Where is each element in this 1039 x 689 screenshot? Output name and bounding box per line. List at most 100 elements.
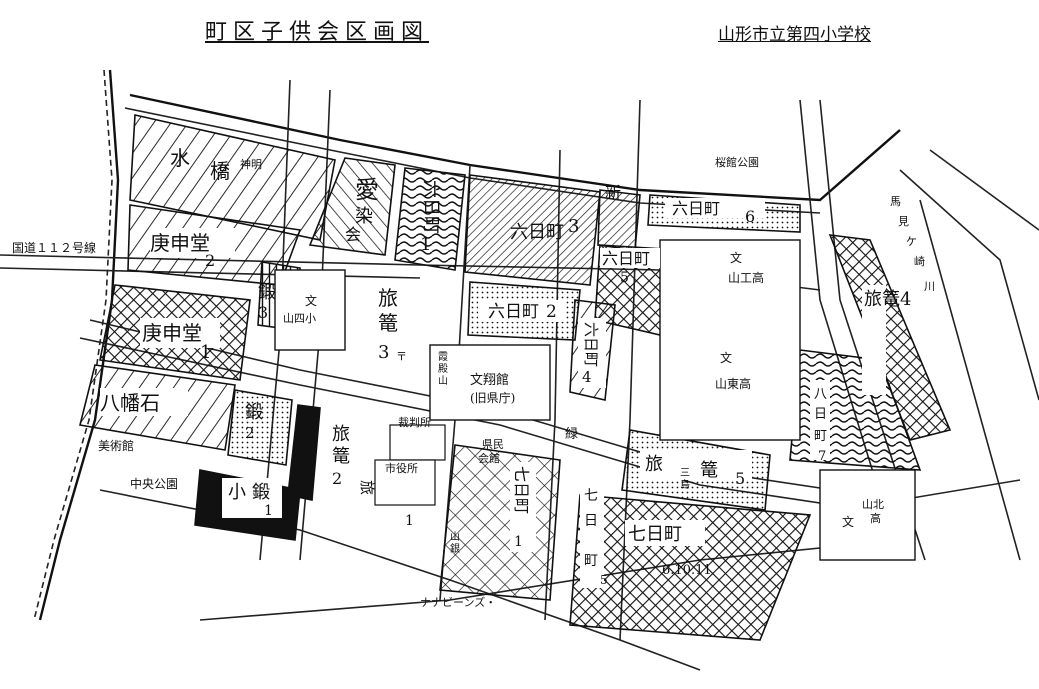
label-nanoka-small-2: 日 bbox=[584, 513, 598, 529]
label-kaji2-num: 2 bbox=[245, 424, 255, 442]
label-bun3: 文 bbox=[720, 350, 732, 365]
label-yamakita-2: 高 bbox=[870, 511, 881, 525]
label-aisu-3: 会 bbox=[345, 225, 361, 244]
label-hatago3-num: 3 bbox=[378, 342, 389, 363]
label-muika2: 六日町 bbox=[488, 302, 539, 322]
label-yamagin: 山 bbox=[450, 531, 460, 543]
label-koshin1-num: 1 bbox=[200, 342, 211, 363]
label-kasumi: 霞 bbox=[438, 351, 448, 363]
facility-outlines bbox=[274, 239, 916, 561]
label-hatago3: 旅 bbox=[378, 286, 398, 310]
label-yamahigashi: 山東高 bbox=[715, 376, 751, 391]
label-bunshokan: 文翔館 bbox=[470, 373, 509, 388]
block-muika1 bbox=[394, 167, 466, 271]
label-yamakita: 山北 bbox=[862, 498, 884, 511]
label-kenmin2: 会館 bbox=[478, 451, 500, 465]
label-kaji3: 鍛 bbox=[258, 282, 276, 303]
label-hatago3-2: 篭 bbox=[378, 311, 398, 335]
label-hatago2: 旅 bbox=[332, 424, 350, 445]
label-muika1: 六日町 bbox=[420, 180, 441, 234]
label-mizuhashi: 水 bbox=[170, 146, 190, 170]
block-muika3 bbox=[464, 174, 601, 286]
label-kasumi-3: 山 bbox=[438, 375, 448, 387]
label-hatago2-2: 篭 bbox=[332, 446, 350, 467]
label-hachiman: 八幡石 bbox=[100, 391, 160, 415]
label-park-east: 桜館公園 bbox=[715, 155, 759, 169]
label-yamayon: 山四小 bbox=[283, 312, 316, 325]
block-nanoka1 bbox=[439, 444, 561, 601]
label-kaji3-num: 3 bbox=[258, 303, 268, 322]
label-hatago5-num: 5 bbox=[735, 469, 745, 488]
label-nanoka-small-3: 町 bbox=[584, 553, 598, 569]
label-postmark: 〒 bbox=[396, 350, 407, 363]
label-saibansho: 裁判所 bbox=[398, 416, 431, 429]
label-hachi-r-2: 日 bbox=[814, 407, 827, 422]
label-park: 中央公園 bbox=[130, 476, 178, 491]
label-bun2: 文 bbox=[730, 250, 742, 265]
label-muika5: 六日町 bbox=[602, 249, 650, 268]
label-shiyakusho: 市役所 bbox=[385, 461, 418, 475]
label-hatago2-num: 2 bbox=[332, 469, 342, 488]
label-muika1-num: 1 bbox=[420, 234, 431, 255]
label-muika3: 六日町 bbox=[510, 222, 564, 243]
label-sanno-2: 島 bbox=[680, 478, 690, 491]
label-midori: 旅篭4 bbox=[864, 289, 911, 310]
map-title: 町区子供会区画図 bbox=[205, 20, 430, 45]
label-hachi-r-3: 町 bbox=[814, 429, 827, 444]
label-museum: 美術館 bbox=[98, 438, 134, 453]
label-kasumi-2: 殿 bbox=[438, 363, 448, 375]
label-mizuhashi-2: 橋 bbox=[210, 159, 230, 183]
label-muika2-num: 2 bbox=[546, 302, 557, 322]
label-koshin2: 庚申堂 bbox=[150, 231, 210, 255]
label-yamagin-2: 銀 bbox=[450, 542, 460, 555]
label-river-5: 川 bbox=[924, 280, 935, 293]
label-river-1: 馬 bbox=[890, 195, 901, 208]
label-nanoka-small-num: 5 bbox=[600, 573, 608, 587]
label-muika3-num: 3 bbox=[568, 216, 579, 237]
label-kokaji1-num: 1 bbox=[264, 503, 273, 519]
label-hatago1: 旅 bbox=[358, 480, 376, 495]
label-mizuhashi-sub: 神明 bbox=[240, 157, 262, 171]
label-kyukencho: (旧県庁) bbox=[470, 391, 515, 405]
label-koshin2-num: 2 bbox=[205, 251, 215, 270]
label-hachi-r-num: 7 bbox=[818, 449, 826, 464]
label-muika5-num: 5 bbox=[620, 270, 629, 286]
map-labels: 国道１１２号線 水 橋 神明 愛 染 会 六日町 1 六日町 3 新 六日町 6… bbox=[12, 146, 935, 609]
label-muika6-num: 6 bbox=[745, 207, 755, 226]
label-yamako: 山工高 bbox=[728, 270, 764, 285]
block-aisu bbox=[308, 157, 396, 256]
label-bun1: 文 bbox=[305, 293, 317, 308]
label-river-2: 見 bbox=[898, 215, 909, 228]
label-nanoka6-num: 6.10.11 bbox=[662, 563, 712, 578]
label-muika4-num: 4 bbox=[582, 368, 592, 386]
label-hatago5: 旅 bbox=[645, 454, 663, 475]
label-sanno: 三 bbox=[680, 468, 690, 479]
label-river-3: ケ bbox=[906, 235, 917, 248]
label-river-4: 崎 bbox=[914, 254, 925, 268]
label-nanoka1: 七日町 bbox=[512, 466, 531, 514]
label-nanoka6: 七日町 bbox=[628, 524, 682, 545]
label-koshin1: 庚申堂 bbox=[142, 321, 202, 345]
label-aisu: 愛 bbox=[355, 176, 379, 204]
school-name: 山形市立第四小学校 bbox=[718, 25, 871, 45]
label-aisu-2: 染 bbox=[355, 206, 373, 227]
label-bun4: 文 bbox=[842, 514, 854, 529]
label-hachi-r: 八 bbox=[814, 387, 827, 402]
label-hatago1-num: 1 bbox=[405, 513, 414, 529]
block-kaji2 bbox=[227, 389, 293, 466]
label-nanoka-small: 七 bbox=[584, 488, 598, 504]
label-shinkai: 新 bbox=[605, 183, 621, 202]
label-hatago5-2: 篭 bbox=[700, 460, 718, 481]
label-hatago4: 緑 bbox=[565, 427, 578, 442]
label-muika4: 六日町 bbox=[582, 322, 600, 367]
block-hatago2 bbox=[287, 404, 321, 501]
label-nanoka1-num: 1 bbox=[514, 534, 523, 550]
label-kokaji1: 小 bbox=[228, 482, 246, 503]
label-kaji2: 鍛 bbox=[245, 402, 263, 423]
label-nanabeans: ナナビーンズ・ bbox=[420, 595, 496, 609]
label-route112: 国道１１２号線 bbox=[12, 240, 96, 255]
label-kokaji1-2: 鍛 bbox=[252, 482, 270, 503]
label-muika6: 六日町 bbox=[672, 199, 720, 218]
label-kenmin1: 県民 bbox=[482, 438, 504, 451]
